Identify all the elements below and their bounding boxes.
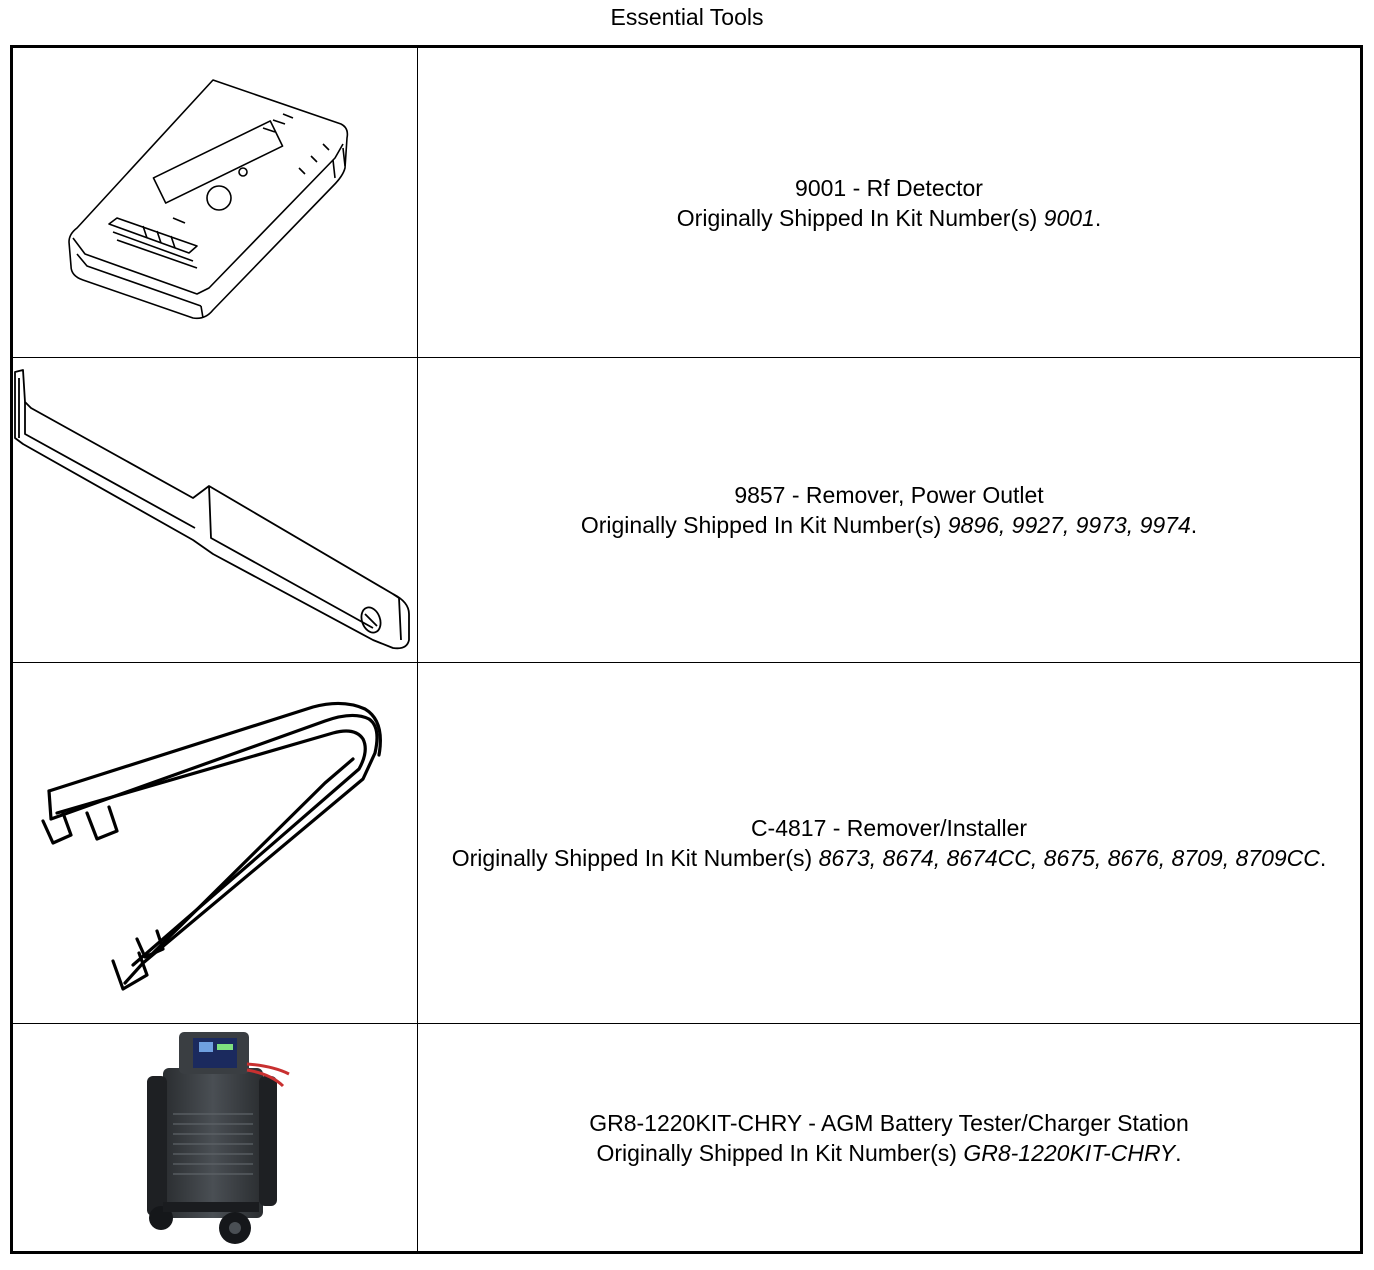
- shipped-label: Originally Shipped In Kit Number(s): [580, 512, 942, 538]
- rf-detector-illustration: [68, 79, 349, 320]
- tool-name: 9857 - Remover, Power Outlet: [734, 482, 1044, 508]
- tool-image-cell: [13, 663, 418, 1023]
- tool-name: C-4817 - Remover/Installer: [750, 815, 1028, 841]
- remover-installer-illustration: [41, 701, 382, 991]
- table-row: C-4817 - Remover/Installer Originally Sh…: [13, 663, 1360, 1024]
- tool-name: GR8-1220KIT-CHRY - AGM Battery Tester/Ch…: [589, 1109, 1189, 1136]
- tool-kits-line: Originally Shipped In Kit Number(s) 8673…: [451, 845, 1327, 871]
- tool-kits-line: Originally Shipped In Kit Number(s) 9001…: [676, 204, 1102, 231]
- shipped-label: Originally Shipped In Kit Number(s): [451, 845, 813, 871]
- kit-numbers: 9001: [1043, 204, 1095, 231]
- tool-description-cell: 9857 - Remover, Power Outlet Originally …: [418, 358, 1360, 662]
- table-row: 9857 - Remover, Power Outlet Originally …: [13, 358, 1360, 663]
- tool-kits-line: Originally Shipped In Kit Number(s) GR8-…: [596, 1139, 1182, 1166]
- tool-description-cell: 9001 - Rf Detector Originally Shipped In…: [418, 48, 1360, 357]
- tool-image-cell: [13, 358, 418, 662]
- kit-numbers: 9896, 9927, 9973, 9974: [947, 512, 1191, 538]
- kit-numbers: GR8-1220KIT-CHRY: [963, 1139, 1176, 1166]
- tool-image-cell: [13, 48, 418, 357]
- battery-charger-station-photo: [147, 1032, 290, 1244]
- tool-name: 9001 - Rf Detector: [795, 174, 983, 201]
- page-title: Essential Tools: [610, 4, 764, 30]
- shipped-label: Originally Shipped In Kit Number(s): [676, 204, 1038, 231]
- kit-numbers: 8673, 8674, 8674CC, 8675, 8676, 8709, 87…: [818, 845, 1320, 871]
- tool-description-cell: C-4817 - Remover/Installer Originally Sh…: [418, 663, 1360, 1023]
- tool-description-cell: GR8-1220KIT-CHRY - AGM Battery Tester/Ch…: [418, 1024, 1360, 1251]
- tool-image-cell: [13, 1024, 418, 1251]
- tools-table: 9001 - Rf Detector Originally Shipped In…: [10, 45, 1363, 1254]
- shipped-label: Originally Shipped In Kit Number(s): [596, 1139, 957, 1166]
- table-row: GR8-1220KIT-CHRY - AGM Battery Tester/Ch…: [13, 1024, 1360, 1251]
- tool-kits-line: Originally Shipped In Kit Number(s) 9896…: [580, 512, 1198, 538]
- table-row: 9001 - Rf Detector Originally Shipped In…: [13, 48, 1360, 358]
- power-outlet-remover-illustration: [14, 369, 410, 650]
